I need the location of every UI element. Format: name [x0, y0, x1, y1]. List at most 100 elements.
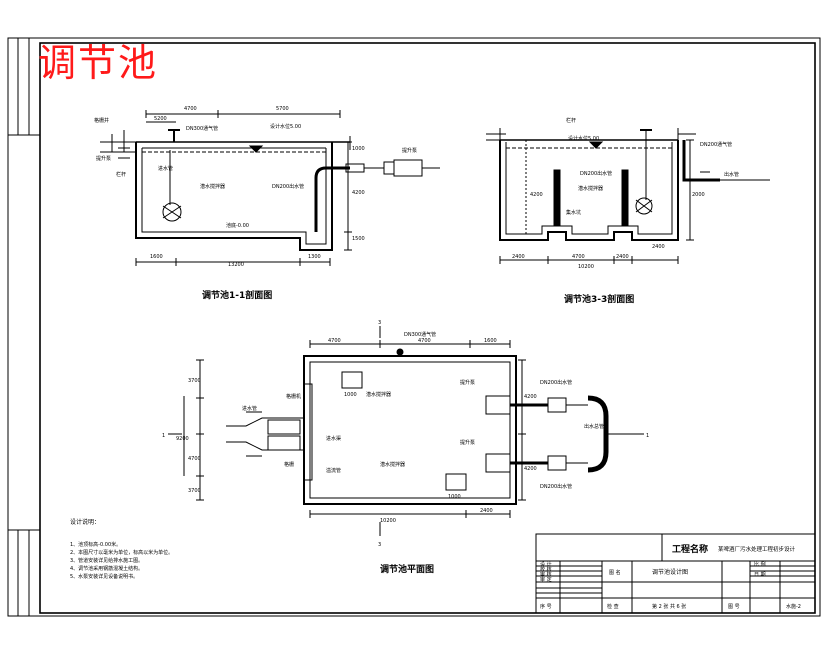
tb-drawing-name: 调节池设计图 — [652, 568, 688, 576]
label-sump-2: 集水坑 — [566, 209, 581, 216]
label-plan-sec-a: 1 — [162, 433, 165, 439]
tb-row-1: 设 计 — [540, 561, 552, 568]
plan-view — [168, 326, 644, 536]
dim-plan-bottom2: 2400 — [480, 508, 493, 514]
dim-plan-small2: 1000 — [448, 494, 461, 500]
label-fence: 栏杆 — [116, 171, 126, 178]
section-2-labels: 栏杆 设计水位5.00 DN200通气管 DN200出水管 潜水搅拌器 集水坑 … — [512, 117, 739, 270]
tb-drawing-no: 水施-2 — [786, 603, 801, 610]
tb-date-label: 日 期 — [754, 572, 766, 578]
label-plan-sec-c: 3 — [378, 320, 381, 326]
label-plan-outlet-main: 出水总管 — [584, 423, 604, 430]
label-plan-stirrer-bottom: 潜水搅拌器 — [380, 461, 405, 468]
note-3: 3、管道安装详见给排水施工图。 — [70, 557, 143, 564]
section-1-labels: 格栅井 提升泵 栏杆 进水管 DN300通气管 设计水位5.00 潜水搅拌器 D… — [94, 106, 417, 268]
dim-plan-small1: 1000 — [344, 392, 357, 398]
tb-scale-label: 比 例 — [754, 561, 766, 568]
dim-plan-bottom1: 10200 — [380, 518, 396, 524]
section-1-1 — [100, 110, 440, 266]
tb-seq-label: 序 号 — [540, 603, 552, 610]
dim-d4: 1600 — [150, 254, 163, 260]
dim-plan-top1: 4700 — [328, 338, 341, 344]
label-pump: 提升泵 — [96, 155, 111, 162]
label-plan-air: DN300通气管 — [404, 331, 436, 338]
tb-row-2: 校 核 — [540, 566, 552, 573]
label-plan-pump-top: 提升泵 — [460, 379, 475, 386]
dim-s2-d4: 2400 — [652, 244, 665, 250]
dim-d2: 5700 — [276, 106, 289, 112]
dim-h3: 1000 — [352, 146, 365, 152]
label-grating: 格栅井 — [94, 117, 109, 124]
label-plan-sec-d: 3 — [378, 542, 381, 548]
label-pump-pipe-2: DN200出水管 — [580, 170, 612, 177]
inner-frame — [39, 42, 816, 614]
dim-plan-top2: 4700 — [418, 338, 431, 344]
label-bottom-elev: 池底-0.00 — [226, 222, 249, 229]
dim-plan-left1: 3700 — [188, 378, 201, 384]
label-outlet-pipe: DN200出水管 — [272, 183, 304, 190]
label-air-pipe-2: DN200通气管 — [700, 141, 732, 148]
dim-s2-d2: 4700 — [572, 254, 585, 260]
label-inlet: 进水管 — [158, 165, 173, 172]
tb-row-3: 审 核 — [540, 571, 552, 578]
dim-plan-right2: 4200 — [524, 466, 537, 472]
caption-plan: 调节池平面图 — [380, 563, 434, 575]
tb-col-name: 图 名 — [609, 569, 621, 576]
label-plan-grating: 格栅机 — [286, 393, 301, 400]
tb-page-label: 图 号 — [728, 604, 740, 610]
notes-heading: 设计说明： — [70, 518, 100, 526]
caption-section-2: 调节池3-3剖面图 — [564, 293, 634, 305]
note-1: 1、池顶标高-0.00米。 — [70, 541, 121, 548]
label-water-level: 设计水位5.00 — [270, 123, 301, 130]
drawing-title: 调节池 — [38, 41, 159, 85]
label-plan-outlet-bottom: DN200出水管 — [540, 483, 572, 490]
note-2: 2、本图尺寸以毫米为单位，标高以米为单位。 — [70, 549, 173, 556]
section-3-3 — [486, 128, 770, 264]
dim-plan-left3: 4700 — [188, 456, 201, 462]
design-notes: 设计说明： 1、池顶标高-0.00米。 2、本图尺寸以毫米为单位，标高以米为单位… — [70, 518, 173, 580]
dim-d6: 1300 — [308, 254, 321, 260]
label-plan-inlet: 进水管 — [242, 405, 257, 412]
label-stirrer-2: 潜水搅拌器 — [578, 185, 603, 192]
label-fence-2: 栏杆 — [566, 117, 576, 124]
label-plan-channel: 进水渠 — [326, 435, 341, 442]
tb-project-name: 某啤酒厂污水处理工程初步设计 — [718, 545, 796, 553]
note-5: 5、水泵安装详见设备说明书。 — [70, 573, 138, 580]
label-plan-stirrer-top: 潜水搅拌器 — [366, 391, 391, 398]
label-pump-room: 提升泵 — [402, 147, 417, 154]
caption-section-1: 调节池1-1剖面图 — [202, 289, 272, 301]
note-4: 4、调节池采用钢筋混凝土结构。 — [70, 565, 143, 572]
label-air-pipe: DN300通气管 — [186, 125, 218, 132]
label-stirrer: 潜水搅拌器 — [200, 183, 225, 190]
tb-project-label: 工程名称 — [672, 543, 708, 555]
dim-s2-d1: 2400 — [512, 254, 525, 260]
title-block — [535, 533, 816, 614]
label-water-level-2: 设计水位5.00 — [568, 135, 599, 142]
label-plan-overflow: 溢流管 — [326, 467, 341, 474]
tb-check-label: 检 查 — [607, 603, 619, 610]
dim-d1: 4700 — [184, 106, 197, 112]
dim-s2-h1: 4200 — [530, 192, 543, 198]
tb-row-4: 审 定 — [540, 576, 552, 583]
tb-sheet-info: 第 2 张 共 6 张 — [652, 603, 686, 610]
plan-labels: DN300通气管 进水管 格栅机 格栅 进水渠 潜水搅拌器 潜水搅拌器 提升泵 … — [162, 320, 649, 548]
outer-frame — [7, 37, 821, 617]
dim-h2: 1500 — [352, 236, 365, 242]
dim-plan-left2: 9200 — [176, 436, 189, 442]
dim-plan-top3: 1600 — [484, 338, 497, 344]
dim-plan-right1: 4200 — [524, 394, 537, 400]
label-plan-pump-bottom: 提升泵 — [460, 439, 475, 446]
label-outlet-2: 出水管 — [724, 171, 739, 178]
dim-plan-left4: 3700 — [188, 488, 201, 494]
dim-h1: 4200 — [352, 190, 365, 196]
label-plan-sec-b: 1 — [646, 433, 649, 439]
dim-s2-d5: 10200 — [578, 264, 594, 270]
label-plan-outlet-top: DN200出水管 — [540, 379, 572, 386]
dim-d5: 13200 — [228, 262, 244, 268]
title-block-text: 工程名称 某啤酒厂污水处理工程初步设计 设 计 校 核 审 核 审 定 图 名 … — [540, 543, 801, 610]
dim-s2-h2: 2000 — [692, 192, 705, 198]
label-plan-screen: 格栅 — [284, 461, 294, 468]
dim-s2-d3: 2400 — [616, 254, 629, 260]
